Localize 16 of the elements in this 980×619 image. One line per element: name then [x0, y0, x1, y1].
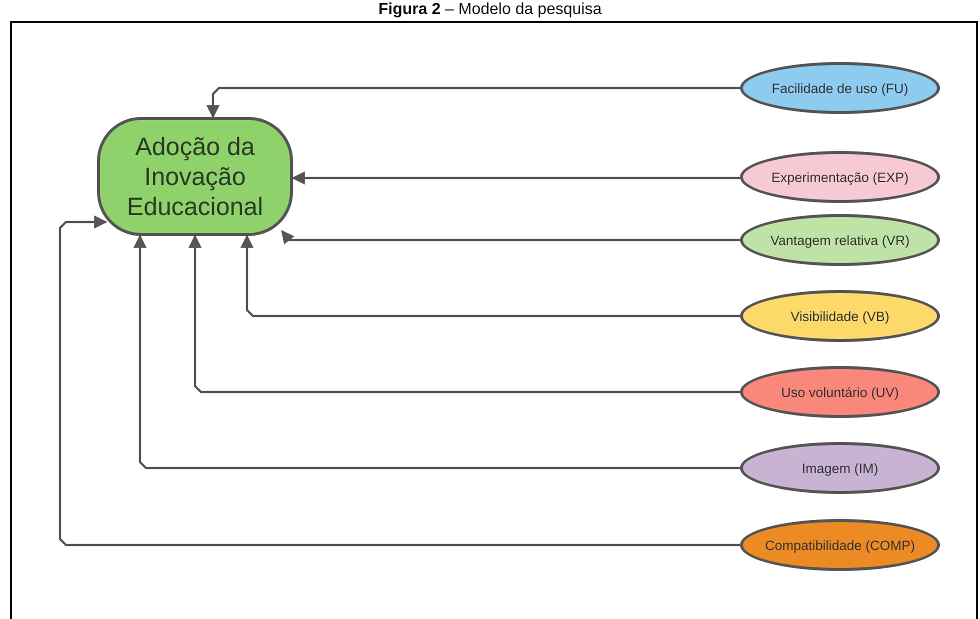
arrow — [281, 230, 740, 244]
outcome-box: Adoção da Inovação Educacional — [97, 117, 293, 236]
arrow — [240, 234, 740, 318]
factor-ellipse: Imagem (IM) — [740, 442, 940, 494]
factor-ellipse: Compatibilidade (COMP) — [740, 519, 940, 571]
arrow — [133, 234, 740, 470]
arrow — [58, 215, 740, 546]
factor-ellipse: Visibilidade (VB) — [740, 290, 940, 342]
factor-ellipse: Experimentação (EXP) — [740, 151, 940, 203]
arrow — [292, 171, 740, 185]
figure-title: Figura 2 – Modelo da pesquisa — [377, 1, 603, 19]
arrow — [206, 86, 740, 118]
factor-ellipse: Uso voluntário (UV) — [740, 366, 940, 418]
factor-ellipse: Facilidade de uso (FU) — [740, 62, 940, 114]
arrow — [188, 234, 740, 394]
factor-ellipse: Vantagem relativa (VR) — [740, 214, 940, 266]
